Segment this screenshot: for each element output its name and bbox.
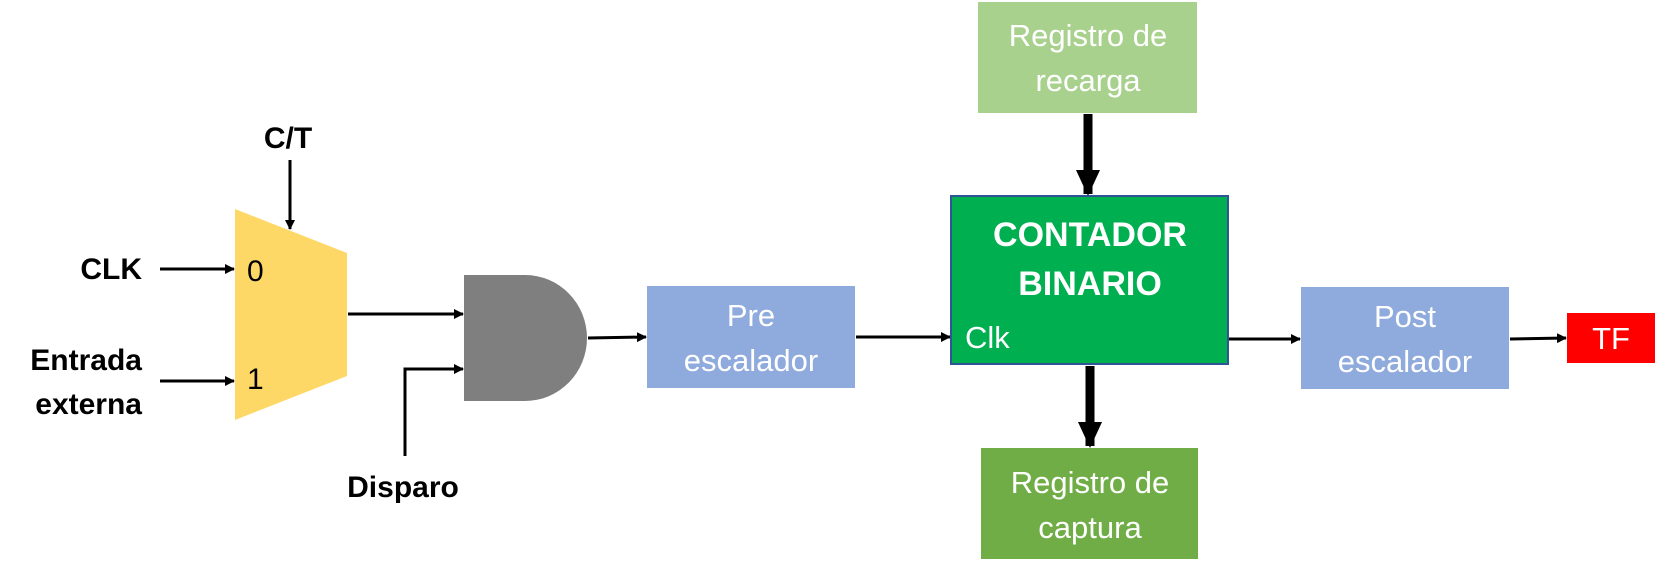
and-gate (464, 275, 587, 401)
reload-register-box (978, 2, 1197, 113)
counter-clk-label: Clk (965, 320, 1010, 355)
external-input-label-1: Entrada (30, 344, 142, 377)
reload-register-label-1: Registro de (1009, 18, 1168, 53)
capture-register-box (981, 448, 1198, 559)
counter-label-2: BINARIO (1018, 265, 1162, 303)
prescaler-label-2: escalador (684, 343, 818, 378)
clk-label: CLK (80, 253, 142, 286)
external-input-label-2: externa (35, 388, 142, 421)
prescaler-box (647, 286, 855, 388)
trigger-label: Disparo (347, 471, 459, 504)
capture-register-label-1: Registro de (1011, 465, 1170, 500)
postscaler-label-2: escalador (1338, 344, 1472, 379)
reload-register-label-2: recarga (1035, 63, 1141, 98)
and-output-arrow (587, 332, 647, 343)
postscaler-label-1: Post (1374, 299, 1436, 334)
mux-input-0-label: 0 (247, 255, 264, 288)
prescaler-label-1: Pre (727, 298, 775, 333)
mux-input-1-label: 1 (247, 363, 264, 396)
counter-label-1: CONTADOR (993, 216, 1187, 254)
multiplexer (235, 209, 347, 420)
ct-label: C/T (264, 122, 312, 155)
postscaler-box (1301, 287, 1509, 389)
tf-flag-box (1567, 313, 1655, 363)
trigger-arrow (403, 364, 464, 456)
tf-flag-label: TF (1592, 321, 1630, 356)
binary-counter-box (950, 195, 1229, 365)
capture-register-label-2: captura (1038, 510, 1142, 545)
postscaler-output-arrow (1509, 333, 1567, 344)
